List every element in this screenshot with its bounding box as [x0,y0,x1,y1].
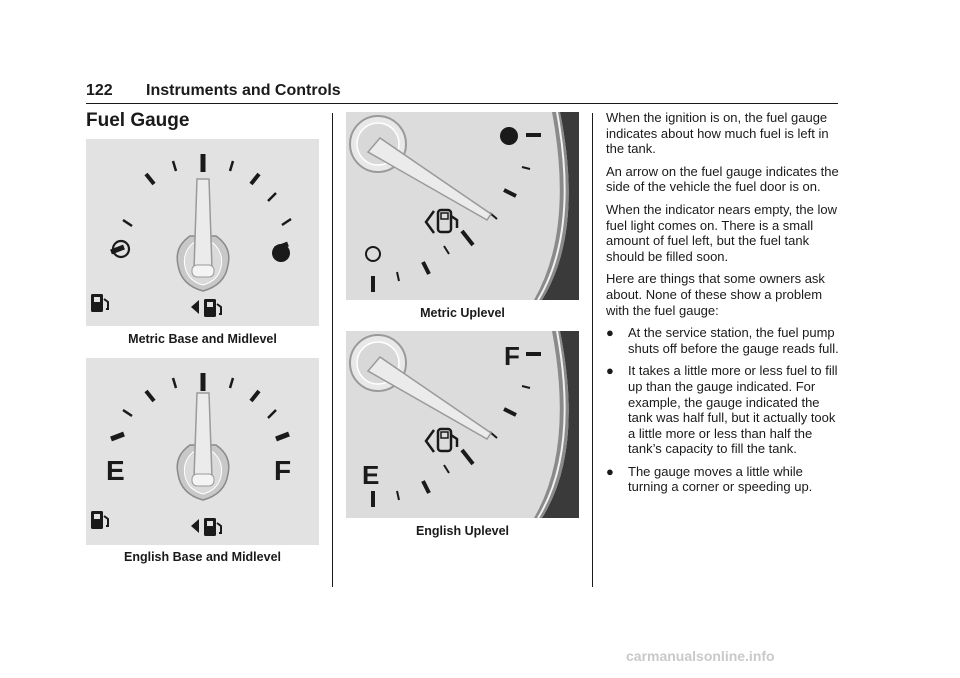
figure-caption: Metric Uplevel [420,306,505,320]
header-rule [86,103,838,104]
english-uplevel-gauge-figure: F E [346,331,579,518]
empty-label: E [106,455,125,486]
bullet-text: It takes a little more or less fuel to f… [628,363,838,457]
paragraph: Here are things that some owners ask abo… [606,271,825,318]
bullet-item: ● At the service station, the fuel pump … [606,325,840,356]
watermark: carmanualsonline.info [626,648,775,664]
figure-caption: Metric Base and Midlevel [128,332,277,346]
bullet-text: The gauge moves a little while turning a… [628,463,813,495]
bullet-mark: ● [606,325,614,341]
metric-base-gauge-figure [86,139,319,326]
bullet-item: ● The gauge moves a little while turning… [606,464,840,495]
bullet-mark: ● [606,463,614,479]
body-text: When the ignition is on, the fuel gauge … [606,110,840,502]
section-title: Fuel Gauge [86,110,190,131]
running-header: Instruments and Controls [146,82,341,99]
empty-label: E [362,460,379,490]
full-label: F [504,341,520,371]
column-divider [592,113,593,587]
full-label: F [274,455,291,486]
paragraph: When the indicator nears empty, the low … [606,201,837,264]
bullet-text: At the service station, the fuel pump sh… [628,325,839,356]
figure-caption: English Uplevel [415,524,510,538]
page-number: 122 [86,82,113,99]
paragraph: An arrow on the fuel gauge indicates the… [606,163,839,195]
figure-caption: English Base and Midlevel [124,550,281,564]
metric-uplevel-gauge-figure [346,112,579,300]
column-divider [332,113,333,587]
english-base-gauge-figure: E F [86,358,319,545]
paragraph: When the ignition is on, the fuel gauge … [606,110,829,157]
bullet-mark: ● [606,363,614,379]
bullet-item: ● It takes a little more or less fuel to… [606,363,840,457]
